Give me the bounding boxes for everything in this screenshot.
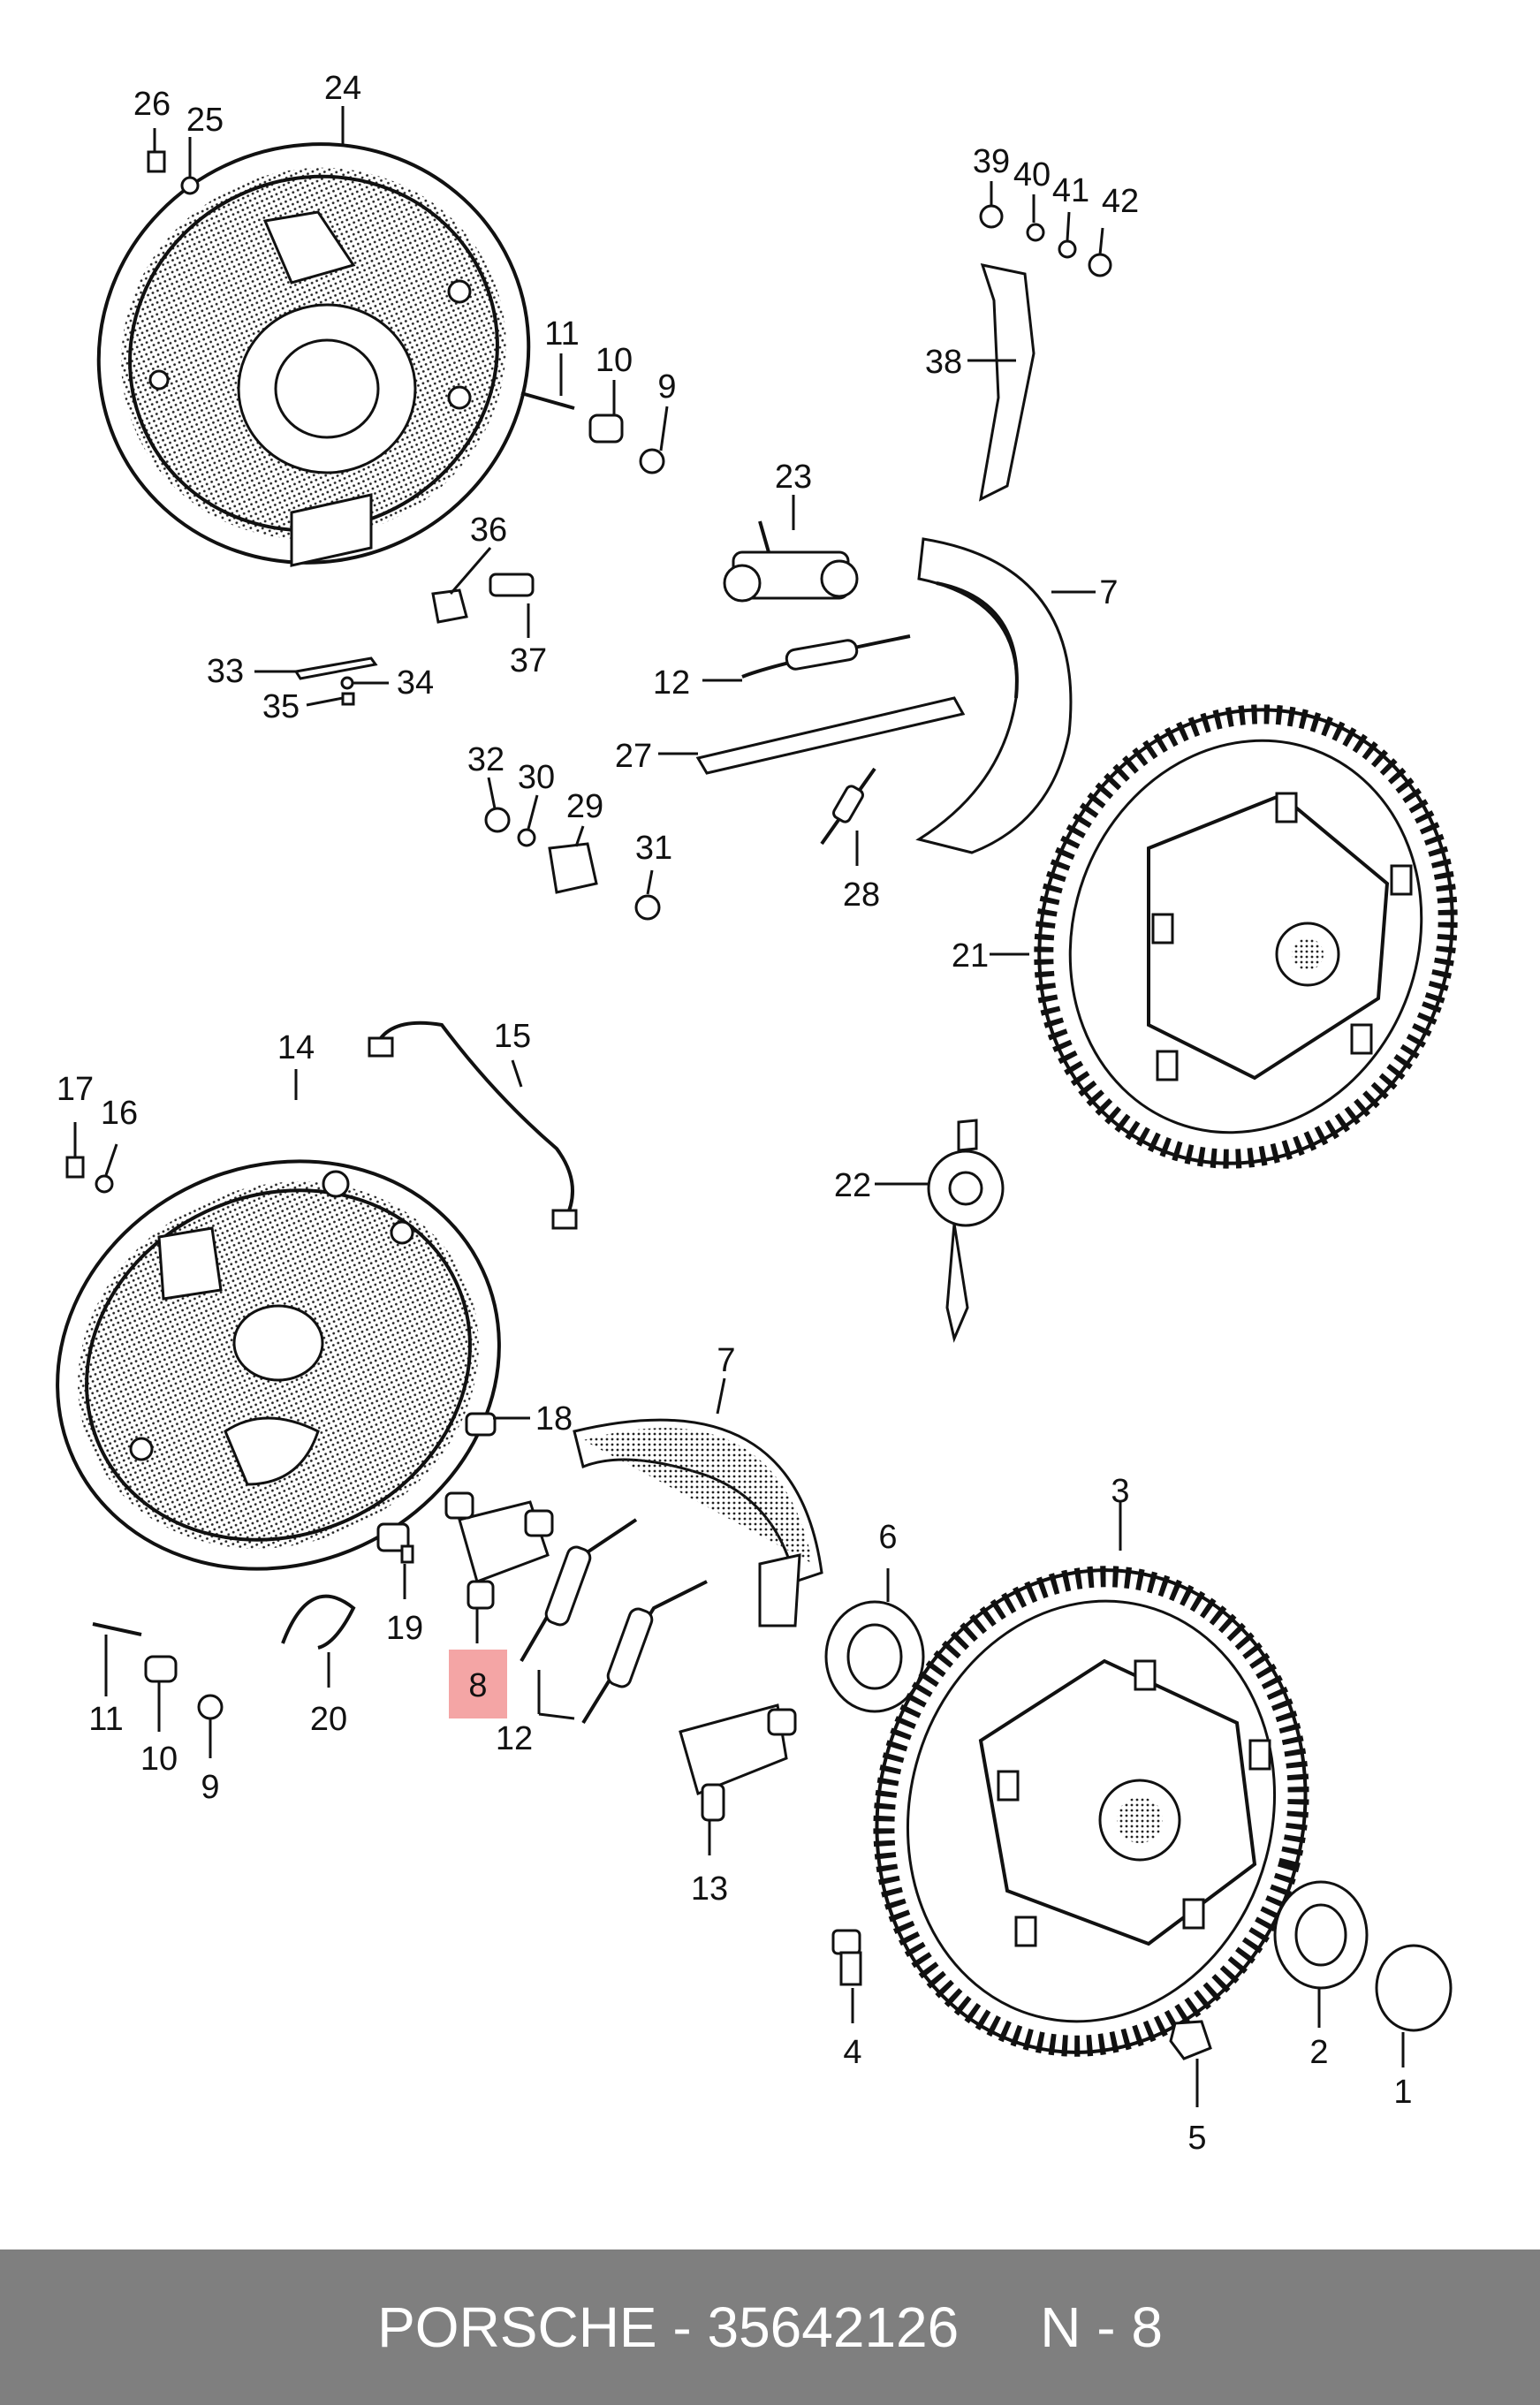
label-9-bottom: 9 [201,1769,219,1806]
label-35: 35 [262,688,300,725]
brake-exploded-diagram: 24 26 25 11 10 9 36 37 33 34 35 23 12 27… [56,70,1458,2157]
label-9-top: 9 [657,368,676,406]
parts-1-5 [831,1880,1453,2060]
label-3: 3 [1111,1473,1129,1510]
label-19: 19 [386,1610,423,1647]
label-40: 40 [1013,156,1051,193]
backing-plate-lower [56,1159,501,1571]
label-32: 32 [467,741,504,778]
brake-shoe-upper [915,537,1073,854]
label-18: 18 [535,1400,573,1438]
label-12-top: 12 [653,664,690,702]
label-16: 16 [101,1095,138,1132]
parts-11-10-9-top [520,391,665,474]
label-17: 17 [57,1071,94,1108]
wheel-cylinder-23 [723,520,859,603]
lever-38 [979,204,1112,502]
part-22 [927,1119,1005,1343]
backing-plate-upper [96,142,531,567]
label-39: 39 [973,143,1010,180]
brake-shoe-lower [573,1418,823,1627]
label-10-bottom: 10 [140,1741,178,1778]
label-37: 37 [510,642,547,679]
highlight-box-8 [449,1650,507,1718]
label-6: 6 [878,1519,897,1556]
label-4: 4 [843,2034,861,2071]
label-41: 41 [1052,172,1089,209]
label-30: 30 [518,759,555,796]
label-21: 21 [952,937,989,975]
label-31: 31 [635,830,672,867]
label-14: 14 [277,1029,315,1066]
label-23: 23 [775,459,812,496]
bolt-26 [147,150,166,173]
brake-drum-3 [873,1566,1309,2057]
parts-29-32 [484,807,661,921]
springs-lower [520,1518,708,1725]
footer-text: PORSCHE - 35642126 N - 8 [377,2295,1163,2360]
label-20: 20 [310,1701,347,1738]
footer-brand-part-number: PORSCHE - 35642126 [377,2295,960,2359]
label-12-bottom: 12 [496,1720,533,1757]
label-5: 5 [1187,2120,1206,2157]
label-11-bottom: 11 [88,1701,123,1738]
label-27: 27 [615,738,652,775]
label-10-top: 10 [596,342,633,379]
label-29: 29 [566,788,603,825]
springs-upper [695,634,966,846]
label-42: 42 [1102,183,1139,220]
label-38: 38 [925,344,962,381]
label-25: 25 [186,102,224,139]
callout-labels: 24 26 25 11 10 9 36 37 33 34 35 23 12 27… [57,70,1413,2157]
label-22: 22 [834,1167,871,1204]
label-13: 13 [691,1870,728,1908]
label-11-top: 11 [544,315,579,353]
footer-position: N - 8 [1040,2295,1163,2359]
parts-18-20 [281,1412,497,1650]
brake-drum-21 [1034,704,1458,1169]
label-7-bottom: 7 [717,1342,735,1379]
label-7-top: 7 [1099,574,1118,611]
label-15: 15 [494,1018,531,1055]
label-2: 2 [1309,2034,1328,2071]
label-36: 36 [470,512,507,549]
label-1: 1 [1393,2074,1412,2111]
label-26: 26 [133,86,171,123]
wheel-cylinder-13 [679,1703,797,1822]
brake-pipe-15 [368,1020,578,1230]
label-28: 28 [843,876,880,914]
label-34: 34 [397,664,434,702]
label-8: 8 [468,1667,487,1704]
footer-bar: PORSCHE - 35642126 N - 8 [0,2249,1540,2405]
washer-25 [180,176,200,195]
leader-lines [73,106,1405,2107]
wheel-cylinder-8 [444,1491,554,1610]
label-24: 24 [324,70,361,107]
parts-33-37-upper [293,573,535,706]
label-33: 33 [207,653,244,690]
bearing-6 [824,1600,925,1713]
